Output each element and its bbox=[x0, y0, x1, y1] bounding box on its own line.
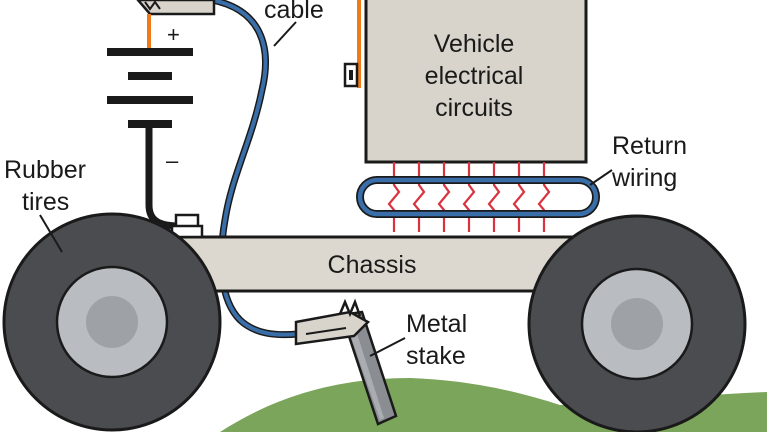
metal-stake bbox=[340, 310, 398, 426]
cable-leader bbox=[273, 21, 297, 47]
stake-clamp bbox=[294, 298, 371, 346]
rubber-tires-label-line1: Rubber bbox=[4, 156, 86, 184]
metal-stake-label-line1: Metal bbox=[406, 310, 467, 338]
right-tire bbox=[527, 214, 747, 432]
top-clamp bbox=[136, 0, 216, 16]
return-wiring-zigzags bbox=[387, 162, 551, 232]
battery-plus-label: + bbox=[167, 22, 180, 47]
vehicle-label-line2: electrical bbox=[425, 62, 524, 90]
rubber-tires-leader bbox=[39, 214, 63, 253]
metal-stake-label-line2: stake bbox=[406, 342, 466, 370]
metal-stake-leader bbox=[369, 337, 406, 357]
battery bbox=[107, 48, 193, 128]
return-wiring-loop bbox=[356, 176, 600, 218]
vehicle-label-line3: circuits bbox=[435, 94, 513, 122]
left-tire bbox=[2, 212, 222, 432]
vehicle-electrical-box bbox=[364, 0, 588, 164]
cable-label: cable bbox=[264, 0, 324, 24]
battery-minus-label: – bbox=[166, 148, 179, 173]
battery-ground-wire bbox=[145, 128, 181, 230]
vehicle-label-line1: Vehicle bbox=[434, 30, 515, 58]
chassis-label: Chassis bbox=[328, 251, 417, 279]
return-wiring-label-line2: wiring bbox=[611, 164, 677, 192]
return-wiring-label-line1: Return bbox=[612, 132, 687, 160]
rubber-tires-label-line2: tires bbox=[22, 188, 69, 216]
return-wiring-leader bbox=[589, 169, 613, 186]
blue-cable bbox=[211, 0, 299, 339]
